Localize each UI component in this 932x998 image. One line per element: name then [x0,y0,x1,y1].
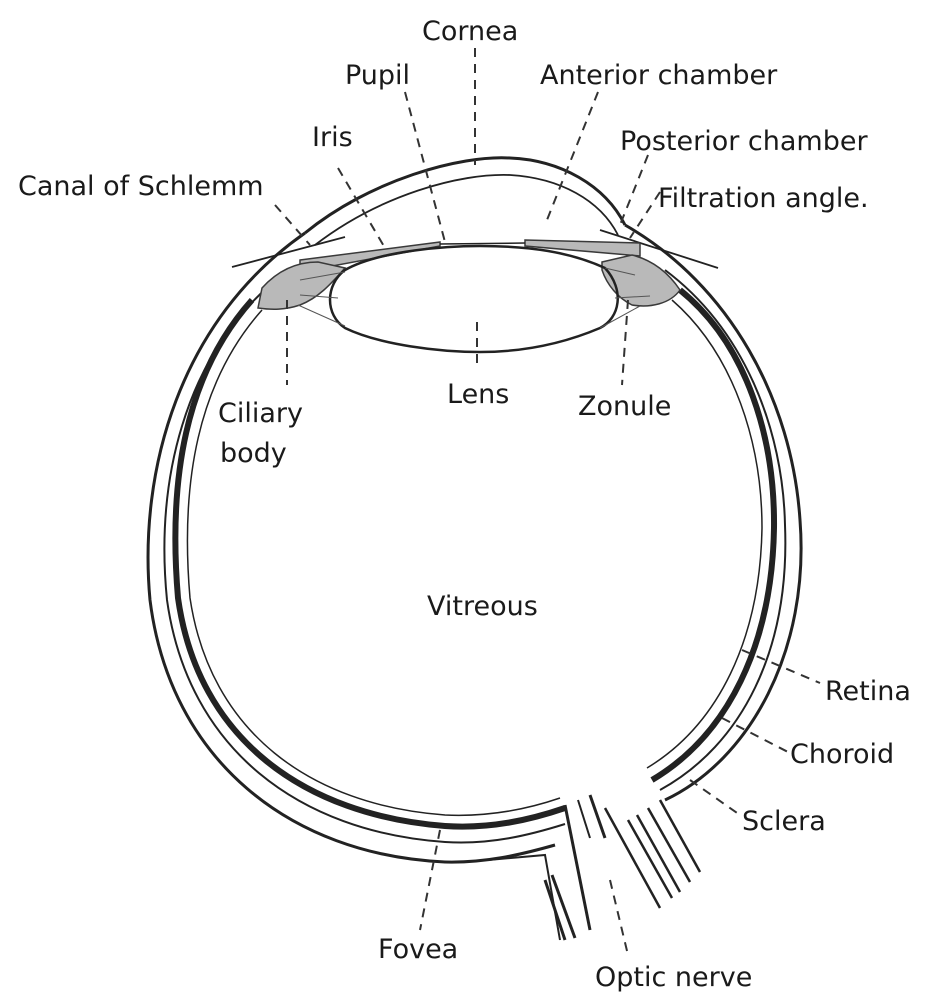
label-ciliary-body-line1: Ciliary [218,398,303,429]
label-retina: Retina [825,676,911,707]
optic-disc-bracket [488,855,560,940]
zonule-fibre-r3 [600,306,640,328]
label-anterior-chamber: Anterior chamber [540,60,778,91]
label-cornea: Cornea [422,16,518,47]
eyeball-walls [148,225,801,862]
label-canal-of-schlemm: Canal of Schlemm [18,171,264,202]
label-iris: Iris [312,122,353,153]
label-ciliary-body-line2: body [220,438,287,469]
leader-sclera [690,780,740,815]
leader-posterior-chamber [620,155,648,225]
leader-anterior-chamber [545,92,598,225]
sclera-outer [148,233,555,862]
lens-outline [330,246,618,352]
cornea-inner [315,175,618,245]
label-vitreous: Vitreous [427,591,538,622]
leader-canal-of-schlemm [275,205,310,245]
label-optic-nerve: Optic nerve [595,962,752,993]
label-pupil: Pupil [345,60,410,91]
optic-nerve-line-5 [590,795,605,838]
leader-optic-nerve [610,880,628,955]
label-sclera: Sclera [742,806,826,837]
choroid-left [164,285,565,843]
label-filtration-angle: Filtration angle. [658,183,869,214]
label-posterior-chamber: Posterior chamber [620,126,868,157]
leader-iris [338,168,385,248]
optic-nerve-line-10 [660,800,700,872]
optic-nerve-line-4 [578,800,590,838]
label-fovea: Fovea [378,934,458,965]
zonule-fibre-l3 [298,305,345,326]
label-lens: Lens [447,379,509,410]
cornea-outer [305,158,625,233]
optic-nerve-line-1 [545,880,565,940]
cornea-shape [232,158,718,268]
optic-nerve-line-7 [628,820,672,898]
optic-nerve-shape [488,795,700,940]
optic-nerve-line-2 [552,875,575,938]
leader-fovea [420,830,440,930]
pupil-line [440,243,525,244]
optic-nerve-line-6 [605,808,660,908]
iris-right [525,240,640,256]
label-choroid: Choroid [790,739,894,770]
label-zonule: Zonule [578,391,671,422]
